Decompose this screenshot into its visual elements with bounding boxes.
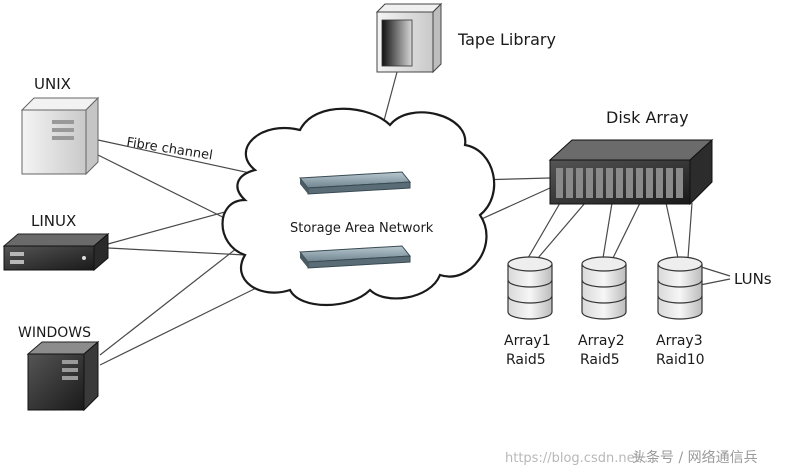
- san-cloud: [221, 107, 496, 306]
- linux-label: LINUX: [31, 212, 76, 230]
- array3-raid: Raid10: [656, 352, 705, 368]
- san-switch-top: [299, 171, 411, 195]
- array2-name: Array2: [578, 333, 625, 349]
- array3-name: Array3: [656, 333, 703, 349]
- watermark-url: https://blog.csdn.net/...: [505, 451, 656, 466]
- tape-library-icon: [375, 2, 443, 74]
- windows-label: WINDOWS: [18, 325, 91, 341]
- lun-cylinder-2: [581, 256, 627, 320]
- array1-raid: Raid5: [506, 352, 546, 368]
- linux-server-icon: [2, 232, 110, 272]
- lun-cylinder-3: [657, 256, 703, 320]
- array2-raid: Raid5: [580, 352, 620, 368]
- lun-cylinder-1: [507, 256, 553, 320]
- unix-label: UNIX: [34, 75, 71, 93]
- disk-array-label: Disk Array: [606, 108, 689, 127]
- tape-library-label: Tape Library: [457, 30, 556, 49]
- watermark-brand: 头条号 / 网络通信兵: [632, 449, 758, 466]
- array1-name: Array1: [504, 333, 551, 349]
- san-label: Storage Area Network: [290, 221, 434, 236]
- luns-label: LUNs: [734, 270, 772, 288]
- unix-server-icon: [20, 96, 100, 176]
- connection-lines: [97, 71, 731, 366]
- fibre-channel-label: Fibre channel: [125, 135, 213, 163]
- san-switch-bottom: [299, 245, 411, 269]
- disk-array-icon: [548, 138, 714, 206]
- windows-server-icon: [26, 340, 100, 412]
